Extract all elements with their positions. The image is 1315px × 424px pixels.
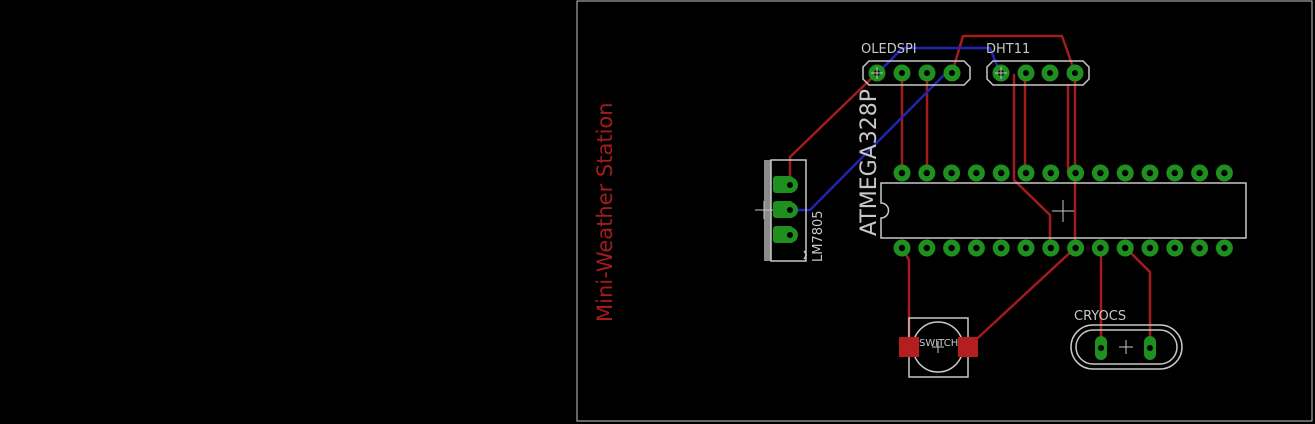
- atmega-pin-bottom-10-drill: [1122, 244, 1129, 252]
- atmega-pin-bottom-4-drill: [973, 244, 980, 252]
- trace-dht-pin2-b: [1012, 73, 1052, 249]
- atmega-pin-bottom-9-drill: [1097, 244, 1104, 252]
- switch-label: SWITCH: [919, 338, 958, 349]
- trace-switch-right: [966, 246, 1077, 349]
- atmega-pin-top-12-drill: [1171, 169, 1179, 177]
- switch-pad-left: [899, 337, 919, 357]
- atmega-pin-bottom-5-drill: [998, 244, 1005, 252]
- atmega-pin-bottom-1-drill: [898, 244, 906, 252]
- atmega-pin-bottom-7-drill: [1047, 244, 1055, 252]
- atmega-pin-top-14-drill: [1221, 169, 1228, 177]
- lm7805-regulator: LM7805: [755, 159, 826, 262]
- atmega-pin-top-3-drill: [948, 169, 955, 177]
- atmega-pin-top-9-drill: [1097, 169, 1104, 177]
- atmega-pin-bottom-14-drill: [1221, 244, 1228, 252]
- board-title: Mini-Weather Station: [593, 102, 617, 322]
- atmega-pin-top-5-drill: [998, 169, 1005, 177]
- atmega-pin-top-13-drill: [1196, 169, 1203, 177]
- atmega-pin-top-6-drill: [1022, 169, 1030, 177]
- lm7805-label: LM7805: [811, 210, 826, 262]
- trace-vin: [788, 71, 879, 187]
- atmega-pin-top-4-drill: [973, 169, 980, 177]
- board-outline: [576, 0, 1313, 422]
- dht11-header: DHT11: [986, 42, 1090, 86]
- switch-pad-right: [958, 337, 978, 357]
- atmega-pin-top-1-drill: [898, 169, 906, 177]
- atmega-pin-bottom-8-drill: [1072, 244, 1079, 252]
- atmega-chip: ATMEGA328P: [857, 89, 1247, 257]
- atmega-pin-top-2-drill: [923, 169, 930, 177]
- atmega-pin-top-7-drill: [1047, 169, 1055, 177]
- oled-header: OLEDSPI: [861, 42, 971, 86]
- atmega-pin-bottom-6-drill: [1022, 244, 1030, 252]
- atmega-pin-top-8-drill: [1072, 169, 1079, 177]
- tactile-switch: SWITCH: [899, 317, 978, 378]
- crystal-oscillator: CRYOCS: [1070, 309, 1183, 370]
- atmega-pin-bottom-3-drill: [948, 244, 955, 252]
- trace-crystal-right: [1124, 246, 1152, 349]
- oled-label: OLEDSPI: [861, 42, 917, 57]
- atmega-pin-bottom-11-drill: [1146, 244, 1154, 252]
- atmega-pin-bottom-13-drill: [1196, 244, 1203, 252]
- atmega-pin-bottom-12-drill: [1171, 244, 1179, 252]
- atmega-pin-top-11-drill: [1146, 169, 1154, 177]
- trace-oled-dht: [875, 46, 1002, 75]
- atmega-pin-bottom-2-drill: [923, 244, 930, 252]
- dht-label: DHT11: [986, 42, 1030, 57]
- atmega-pin-top-10-drill: [1122, 169, 1129, 177]
- atmega-label: ATMEGA328P: [857, 89, 882, 236]
- crystal-label: CRYOCS: [1074, 309, 1126, 324]
